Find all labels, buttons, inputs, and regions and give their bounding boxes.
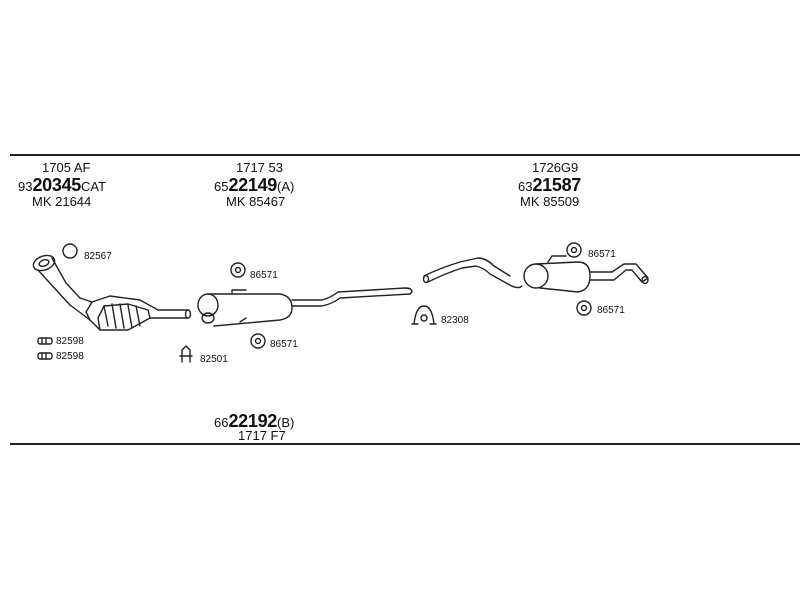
group-2-suffix: (A) (277, 179, 295, 194)
gasket-ring-icon (62, 243, 78, 259)
top-divider (10, 154, 800, 156)
group-3-ref: 1726G9 (532, 160, 579, 175)
bottom-divider (10, 443, 800, 445)
clamp-82308-label: 82308 (441, 315, 469, 326)
group-1-suffix: CAT (81, 179, 107, 194)
clamp-82598-label-1: 82598 (56, 336, 84, 347)
bottom-part-number: 6622192(B) (214, 412, 294, 431)
group-2-part-number: 6522149(A) (214, 176, 294, 195)
bottom-suffix: (B) (277, 415, 295, 430)
rubber-mount-icons (230, 242, 592, 349)
group-1-part-number: 9320345CAT (18, 176, 106, 195)
group-2-mk: MK 85467 (226, 194, 286, 209)
group-1-ref: 1705 AF (42, 160, 91, 175)
rear-silencer-drawing (422, 255, 649, 293)
catalytic-converter-drawing (32, 254, 192, 331)
ring-82567-label: 82567 (84, 251, 112, 262)
bottom-ref: 1717 F7 (238, 428, 286, 443)
group-1-prefix: 93 (18, 179, 33, 194)
group-3-prefix: 63 (518, 179, 533, 194)
mount-86571-label-3: 86571 (588, 249, 616, 260)
bottom-main: 22192 (228, 411, 278, 431)
u-clamp-icon (411, 305, 437, 325)
group-2-main: 22149 (228, 175, 278, 195)
middle-silencer-drawing (197, 287, 413, 327)
group-3-main: 21587 (532, 175, 582, 195)
group-2-ref: 1717 53 (236, 160, 283, 175)
group-3-mk: MK 85509 (520, 194, 580, 209)
mount-86571-label-1: 86571 (250, 270, 278, 281)
mount-86571-label-2: 86571 (270, 339, 298, 350)
clamp-82598-label-2: 82598 (56, 351, 84, 362)
group-3-part-number: 6321587 (518, 176, 581, 195)
clip-82501-label: 82501 (200, 354, 228, 365)
group-1-mk: MK 21644 (32, 194, 92, 209)
bottom-prefix: 66 (214, 415, 229, 430)
mount-86571-label-4: 86571 (597, 305, 625, 316)
clip-icon (179, 345, 193, 363)
clamp-icons (37, 337, 53, 360)
group-2-prefix: 65 (214, 179, 229, 194)
group-1-main: 20345 (32, 175, 82, 195)
